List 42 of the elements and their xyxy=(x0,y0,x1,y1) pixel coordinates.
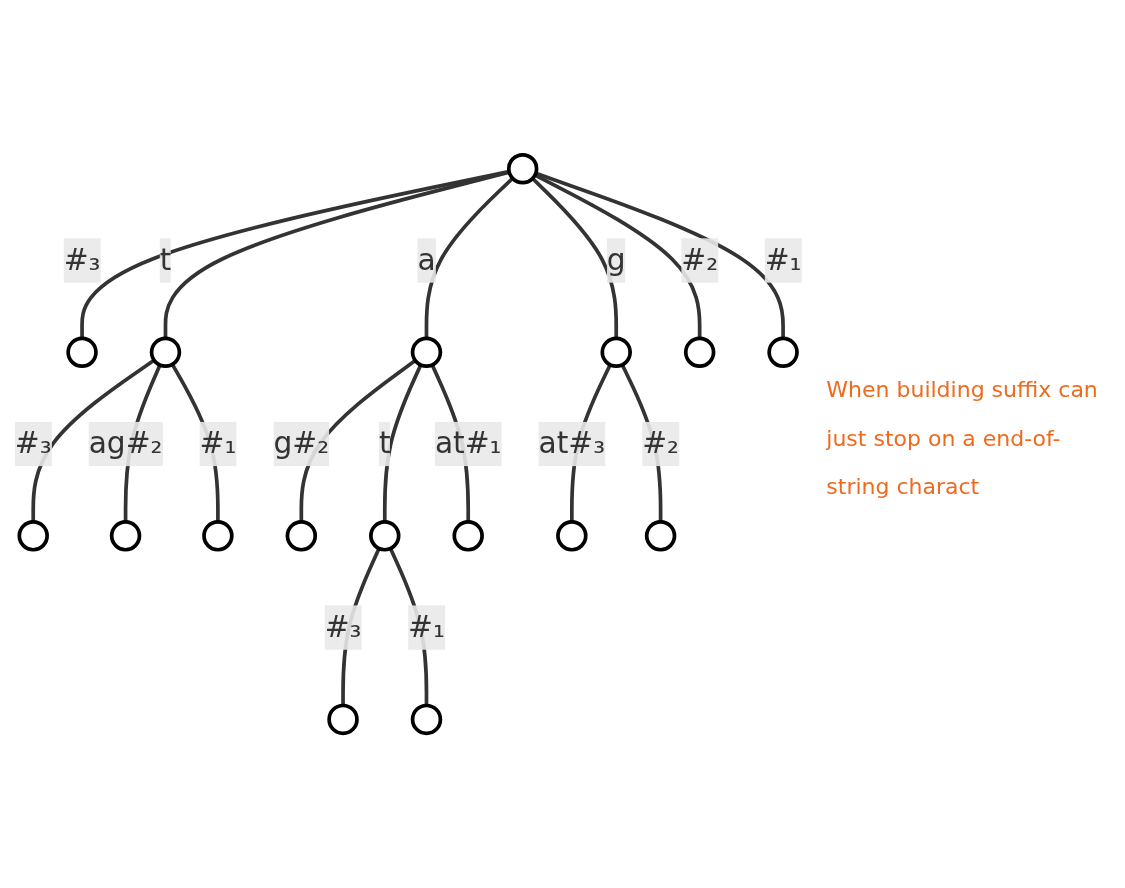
connector xyxy=(531,177,619,339)
node-circle xyxy=(683,336,716,368)
edge-label: g xyxy=(606,241,626,278)
edge-label: #₂ xyxy=(681,241,719,278)
node-circle xyxy=(149,336,182,368)
edge-label: at#₁ xyxy=(434,425,502,461)
edge-label: t xyxy=(378,425,391,461)
node-circle xyxy=(600,336,632,368)
connector xyxy=(424,176,514,339)
node-circle xyxy=(452,520,484,552)
edge-label: #₁ xyxy=(199,425,237,461)
edge-label: #₃ xyxy=(63,241,101,278)
node-circle xyxy=(410,336,443,368)
node-circle xyxy=(369,520,401,552)
node-circle xyxy=(17,520,49,552)
node-circle xyxy=(66,336,98,368)
edge-label: #₃ xyxy=(324,609,362,645)
node-circle xyxy=(202,520,234,552)
handwritten-note: When building suffix can just stop on a end-of-string charact xyxy=(826,376,1099,502)
connector xyxy=(31,358,156,522)
connector xyxy=(299,358,417,522)
connector xyxy=(382,364,423,522)
node-circle xyxy=(506,152,539,185)
edge-label: a xyxy=(417,241,436,278)
node-circle xyxy=(410,703,443,736)
connector xyxy=(80,169,510,339)
node-circle xyxy=(767,336,799,368)
node-circle xyxy=(285,520,318,552)
node-circle xyxy=(327,703,359,736)
edge-label: t xyxy=(159,241,172,278)
connector xyxy=(535,171,785,339)
edge-label: #₃ xyxy=(14,425,52,461)
node-circle xyxy=(556,520,588,552)
edge-label: #₂ xyxy=(642,425,679,461)
edge-label: g#₂ xyxy=(273,425,330,461)
edge-label: ag#₂ xyxy=(88,425,163,461)
node-circle xyxy=(109,520,142,552)
connector xyxy=(534,173,702,339)
node-circle xyxy=(644,520,677,552)
edge-label: #₁ xyxy=(764,241,802,278)
edge-label: at#₃ xyxy=(538,425,606,461)
edge-label: #₁ xyxy=(408,609,445,645)
